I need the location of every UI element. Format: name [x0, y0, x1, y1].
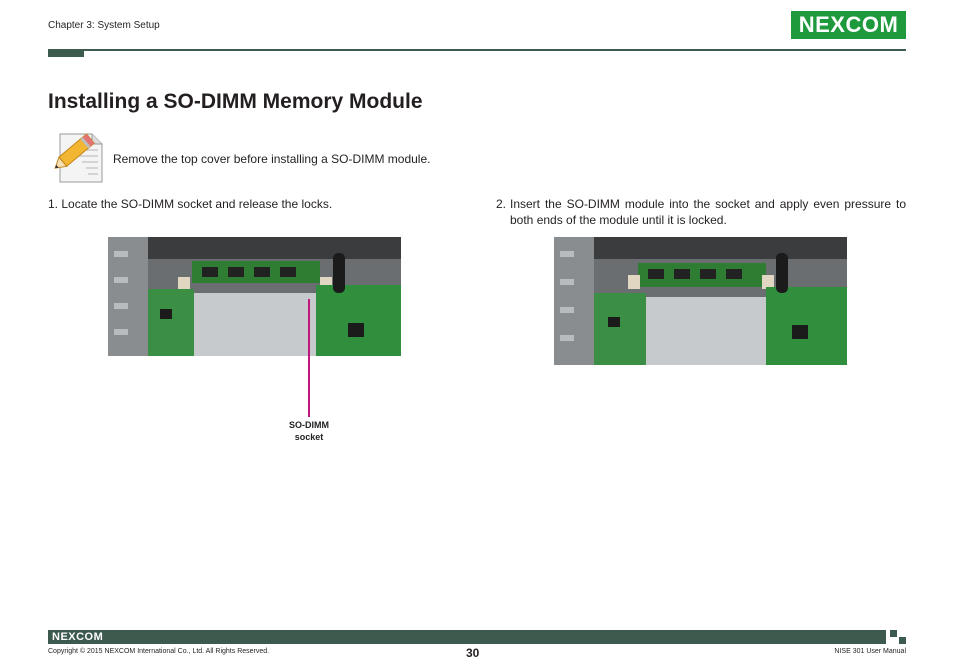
nexcom-logo: NEXCOM	[791, 11, 906, 39]
step-2: 2. Insert the SO-DIMM module into the so…	[496, 196, 906, 228]
note-pencil-icon	[48, 128, 104, 184]
step-1-text: Locate the SO-DIMM socket and release th…	[61, 197, 333, 211]
step-1-number: 1.	[48, 197, 59, 211]
callout-label: SO-DIMM socket	[270, 419, 348, 443]
header-divider	[48, 49, 906, 51]
chapter-label: Chapter 3: System Setup	[48, 20, 160, 31]
manual-name: NISE 301 User Manual	[834, 648, 906, 655]
footer-square-icon	[890, 630, 897, 637]
step-2-number: 2.	[496, 197, 507, 211]
callout-line-2: socket	[294, 432, 324, 442]
copyright-text: Copyright © 2015 NEXCOM International Co…	[48, 648, 270, 655]
step-1: 1. Locate the SO-DIMM socket and release…	[48, 196, 332, 212]
page-number: 30	[466, 646, 480, 660]
callout-line-1: SO-DIMM	[289, 420, 329, 430]
note-text: Remove the top cover before installing a…	[113, 152, 431, 166]
page-title: Installing a SO-DIMM Memory Module	[48, 90, 423, 113]
callout-pointer-line	[308, 299, 310, 417]
step-2-text: Insert the SO-DIMM module into the socke…	[510, 197, 906, 227]
footer-bar	[48, 630, 886, 644]
footer-logo: NEXCOM	[52, 631, 104, 643]
logo-text: NEXCOM	[798, 12, 899, 37]
photo-socket-open	[108, 237, 401, 356]
header-accent-block	[48, 49, 84, 57]
footer-square-icon	[899, 637, 906, 644]
photo-module-installed	[554, 237, 847, 365]
